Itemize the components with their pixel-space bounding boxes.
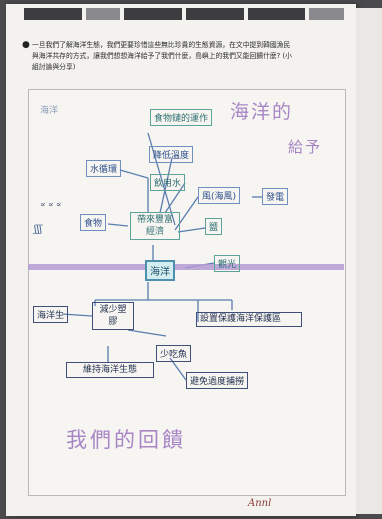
node-salt: 鹽 — [205, 218, 223, 235]
box-label: 海洋 — [40, 106, 59, 116]
node-food: 食物 — [80, 214, 107, 231]
fish-doodle: ∝ ∝ ∝ — [40, 200, 62, 209]
node-marine-life: 海洋生 — [33, 306, 69, 323]
node-wind: 風(海風) — [198, 187, 241, 204]
discussion-prompt: 一旦我們了解海洋生態，我們更要珍惜這些無比珍貴的生態資源，在文中提到韓國漁民 與… — [32, 40, 344, 73]
answer-box — [28, 89, 346, 496]
node-maintain-ecology: 維持海洋生態 — [66, 362, 154, 378]
header-block — [85, 8, 121, 20]
node-economy: 帶來豐富經濟 — [130, 212, 180, 240]
node-marine-protected-area: 設置保護海洋保護區 — [196, 312, 302, 327]
node-drinking-water: 飲用水 — [150, 174, 186, 191]
node-eat-less-fish: 少吃魚 — [156, 345, 192, 362]
node-power: 發電 — [262, 188, 289, 205]
header-block — [185, 8, 244, 20]
node-reduce-plastic: 減少塑膠 — [92, 302, 134, 330]
mindmap-title: 海洋的 — [230, 101, 294, 123]
adjacent-page — [356, 8, 382, 514]
header-block — [24, 8, 82, 20]
page-header-bar — [24, 8, 344, 20]
node-lower-temperature: 降低溫度 — [149, 146, 194, 163]
header-block — [124, 8, 182, 20]
prompt-line: 組討論與分享) — [32, 63, 76, 71]
header-block — [309, 8, 344, 20]
node-food-chain: 食物鏈的運作 — [150, 109, 213, 126]
node-tourism: 觀光 — [214, 255, 241, 272]
divider-highlight — [28, 264, 344, 270]
prompt-line: 一旦我們了解海洋生態，我們更要珍惜這些無比珍貴的生態資源，在文中提到韓國漁民 — [32, 41, 291, 49]
header-block — [247, 8, 306, 20]
prompt-line: 與海洋共存的方式，讓我們想想海洋給予了我們什麼，島嶼上的我們又能回饋什麼? (小 — [32, 52, 292, 60]
node-water-cycle: 水循環 — [86, 160, 122, 177]
signature: Annl — [248, 498, 272, 509]
footer-heading: 我們的回饋 — [66, 428, 186, 452]
node-ocean-center: 海洋 — [145, 260, 175, 281]
mindmap-title-line2: 給予 — [288, 138, 323, 156]
node-avoid-overfishing: 避免過度捕撈 — [186, 372, 249, 389]
bullet-icon: ● — [22, 40, 30, 50]
wave-doodle-icon: ʃʃʃ — [34, 224, 43, 235]
